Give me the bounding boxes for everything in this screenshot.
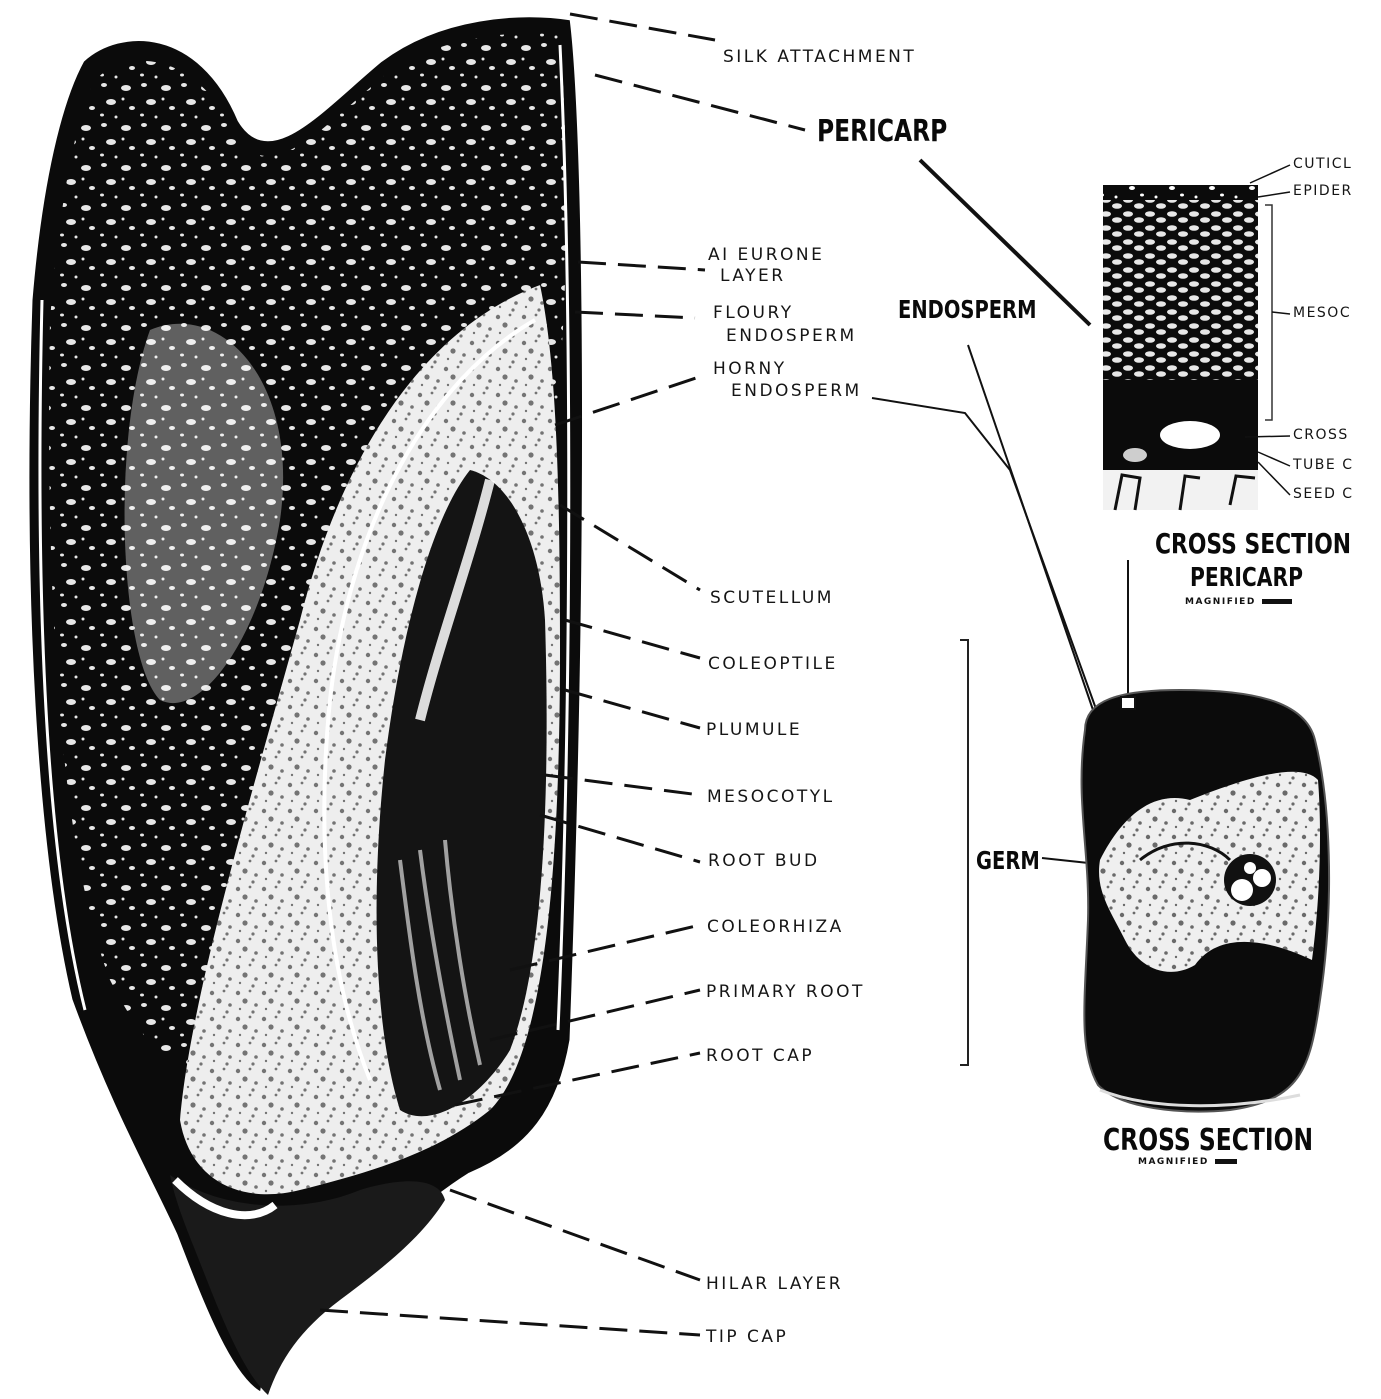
- label-coleoptile: COLEOPTILE: [708, 654, 838, 674]
- label-root-bud: ROOT BUD: [708, 851, 820, 871]
- cross-inset-magnified: MAGNIFIED: [1138, 1157, 1237, 1167]
- label-germ: GERM: [976, 846, 1040, 875]
- label-horny-2: ENDOSPERM: [731, 381, 862, 401]
- label-seed-coat: SEED C: [1293, 486, 1354, 502]
- label-silk-attachment: SILK ATTACHMENT: [723, 47, 916, 67]
- label-floury-1: FLOURY: [713, 303, 794, 323]
- label-scutellum: SCUTELLUM: [710, 588, 834, 608]
- label-hilar-layer: HILAR LAYER: [706, 1274, 843, 1294]
- germ-bracket: [960, 640, 968, 1065]
- sample-marker: [1121, 697, 1135, 709]
- label-epidermis: EPIDER: [1293, 183, 1353, 199]
- label-horny-1: HORNY: [713, 359, 787, 379]
- label-aleurone-1: AI EURONE: [708, 245, 824, 265]
- cross-section-inset: [1082, 690, 1330, 1112]
- label-primary-root: PRIMARY ROOT: [706, 982, 865, 1002]
- label-mesocarp: MESOC: [1293, 305, 1351, 321]
- label-floury-2: ENDOSPERM: [726, 326, 857, 346]
- label-pericarp: PERICARP: [817, 114, 947, 149]
- label-tip-cap: TIP CAP: [706, 1327, 788, 1347]
- pericarp-inset-magnified: MAGNIFIED: [1185, 597, 1292, 607]
- cross-inset-title: CROSS SECTION: [1103, 1123, 1313, 1158]
- mesocarp-bracket: [1265, 205, 1272, 420]
- label-mesocotyl: MESOCOTYL: [707, 787, 835, 807]
- label-plumule: PLUMULE: [706, 720, 802, 740]
- label-aleurone-2: LAYER: [720, 266, 786, 286]
- label-cross-cells: CROSS: [1293, 427, 1349, 443]
- scale-bar: [1262, 599, 1292, 604]
- label-cuticle: CUTICL: [1293, 156, 1352, 172]
- pericarp-inset: [1103, 165, 1290, 510]
- pericarp-inset-title-2: PERICARP: [1190, 563, 1303, 593]
- scale-bar: [1215, 1159, 1237, 1164]
- label-coleorhiza: COLEORHIZA: [707, 917, 844, 937]
- kernel-longitudinal-section: [27, 15, 585, 1395]
- pericarp-inset-title-1: CROSS SECTION: [1155, 527, 1351, 560]
- label-root-cap: ROOT CAP: [706, 1046, 814, 1066]
- label-tube-cells: TUBE C: [1293, 457, 1353, 473]
- label-endosperm: ENDOSPERM: [898, 295, 1036, 324]
